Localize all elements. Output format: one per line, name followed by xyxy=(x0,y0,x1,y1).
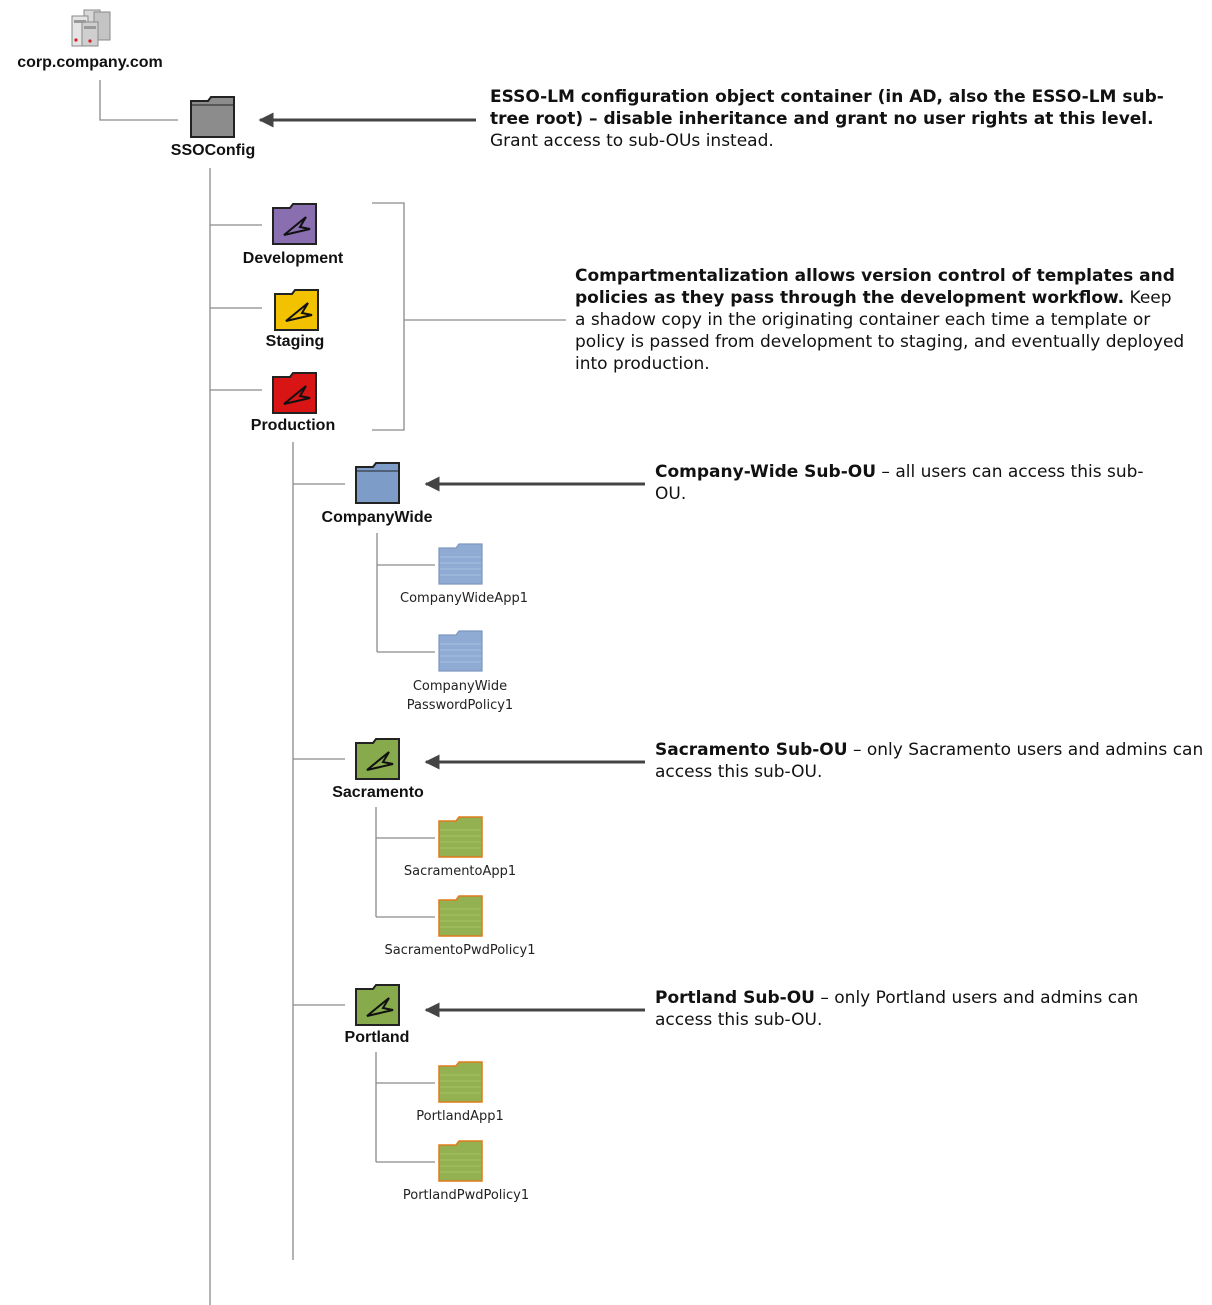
root-label: corp.company.com xyxy=(17,54,163,71)
sacramento-note-bold: Sacramento Sub-OU xyxy=(655,740,848,760)
compartment-note: Compartmentalization allows version cont… xyxy=(575,265,1185,375)
folder-icon xyxy=(438,895,483,937)
stage-production-label: Production xyxy=(250,417,336,434)
folder-icon xyxy=(355,462,400,504)
compartment-note-bold: Compartmentalization allows version cont… xyxy=(575,266,1175,308)
folder-icon xyxy=(438,543,483,585)
sacramento-child1-label: SacramentoApp1 xyxy=(403,864,517,879)
folder-icon xyxy=(438,816,483,858)
portland-note-bold: Portland Sub-OU xyxy=(655,988,815,1008)
ssoconfig-note-bold: ESSO-LM configuration object container (… xyxy=(490,87,1164,129)
ou-folder-icon xyxy=(272,372,317,414)
ssoconfig-note-text: Grant access to sub-OUs instead. xyxy=(490,131,774,151)
sacramento-child2-label: SacramentoPwdPolicy1 xyxy=(384,943,536,958)
folder-icon xyxy=(438,1140,483,1182)
portland-note-text: – only Portland users and admins can acc… xyxy=(655,988,1139,1030)
companywide-child1-label: CompanyWideApp1 xyxy=(400,591,528,606)
server-icon xyxy=(71,9,111,47)
companywide-note-text: – all users can access this sub-OU. xyxy=(655,462,1144,504)
ou-folder-icon xyxy=(355,984,400,1026)
sacramento-note: Sacramento Sub-OU – only Sacramento user… xyxy=(655,739,1210,783)
portland-note: Portland Sub-OU – only Portland users an… xyxy=(655,987,1155,1031)
companywide-child2-label: CompanyWide PasswordPolicy1 xyxy=(406,679,514,713)
folder-icon xyxy=(438,1061,483,1103)
root-connector xyxy=(99,80,178,121)
sacramento-label: Sacramento xyxy=(332,784,424,801)
stage-staging-label: Staging xyxy=(265,333,325,350)
companywide-label: CompanyWide xyxy=(321,509,433,526)
compartment-note-text: Keep a shadow copy in the originating co… xyxy=(575,288,1185,374)
folder-icon xyxy=(190,96,235,138)
ou-folder-icon xyxy=(274,289,319,331)
ssoconfig-note: ESSO-LM configuration object container (… xyxy=(490,86,1170,152)
sacramento-note-text: – only Sacramento users and admins can a… xyxy=(655,740,1204,782)
companywide-note: Company-Wide Sub-OU – all users can acce… xyxy=(655,461,1155,505)
ou-folder-icon xyxy=(355,738,400,780)
portland-child1-label: PortlandApp1 xyxy=(416,1109,504,1124)
folder-icon xyxy=(438,630,483,672)
companywide-note-bold: Company-Wide Sub-OU xyxy=(655,462,877,482)
ou-folder-icon xyxy=(272,203,317,245)
ssoconfig-label: SSOConfig xyxy=(170,142,256,159)
stage-development-label: Development xyxy=(242,250,344,267)
portland-label: Portland xyxy=(344,1029,410,1046)
portland-child2-label: PortlandPwdPolicy1 xyxy=(402,1188,530,1203)
stages-bracket xyxy=(372,202,405,431)
